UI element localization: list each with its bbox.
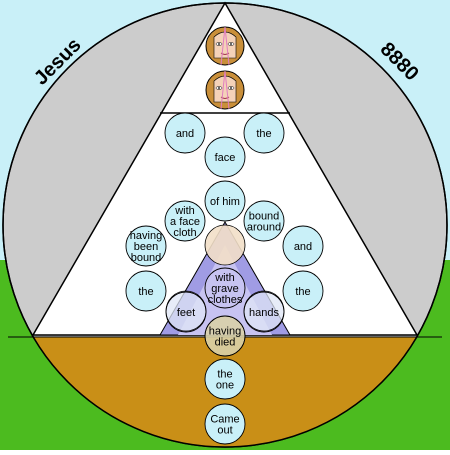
bubble-label: out — [217, 425, 232, 437]
bubble-circle — [125, 270, 167, 312]
bubble-hands: hands — [243, 291, 285, 333]
bubble-circle — [164, 112, 206, 154]
face-icon — [205, 26, 245, 66]
bubble-circle — [204, 136, 246, 178]
bubble-circle — [165, 291, 207, 333]
bubble-label: hands — [249, 307, 279, 319]
bubble-label: bound — [131, 252, 162, 264]
bubble-circle — [164, 200, 206, 242]
bubble-label: the — [217, 369, 232, 381]
bubble-label: face — [215, 152, 236, 164]
bubble-label: the — [256, 128, 271, 140]
bubble-circle — [204, 403, 246, 445]
face-icon-second — [205, 70, 245, 110]
bubble-circle — [243, 200, 285, 242]
bubble-label: Came — [210, 414, 239, 426]
bubble-circle — [282, 270, 324, 312]
bubble-and-mid: and — [282, 225, 324, 267]
bubble-label: cloth — [173, 227, 196, 239]
bubble-label: grave — [211, 283, 239, 295]
bubble-circle — [282, 225, 324, 267]
bubble-label: one — [216, 380, 234, 392]
bubble-label: died — [215, 337, 236, 349]
bubble-label: with — [214, 272, 235, 284]
bubble-circle — [243, 112, 285, 154]
bubble-label: and — [176, 128, 194, 140]
bubble-face: face — [204, 136, 246, 178]
bubble-circle — [204, 267, 246, 309]
bubble-and-top: and — [164, 112, 206, 154]
bubble-label: been — [134, 241, 158, 253]
bubble-label: bound — [249, 211, 280, 223]
bubble-label: around — [247, 222, 281, 234]
bubble-of-him: of him — [204, 180, 246, 222]
decorative-circles — [165, 224, 285, 357]
bubble-label: and — [294, 241, 312, 253]
bubble-label: a face — [170, 216, 200, 228]
bubble-circle — [204, 358, 246, 400]
bubble-label: having — [130, 230, 162, 242]
bubble-circle — [204, 315, 246, 357]
bubble-circle — [204, 180, 246, 222]
bubble-the-right: the — [282, 270, 324, 312]
bubble-label: with — [174, 205, 195, 217]
bubble-label: feet — [177, 307, 195, 319]
bubble-the-left: the — [125, 270, 167, 312]
bubble-circle — [243, 291, 285, 333]
bubble-label: clothes — [208, 294, 243, 306]
bubble-feet: feet — [165, 291, 207, 333]
bubble-circle — [125, 225, 167, 267]
bubble-label: of him — [210, 196, 240, 208]
bubble-label: the — [295, 286, 310, 298]
bubble-label: having — [209, 326, 241, 338]
bubble-label: the — [138, 286, 153, 298]
bubble-the-top: the — [243, 112, 285, 154]
